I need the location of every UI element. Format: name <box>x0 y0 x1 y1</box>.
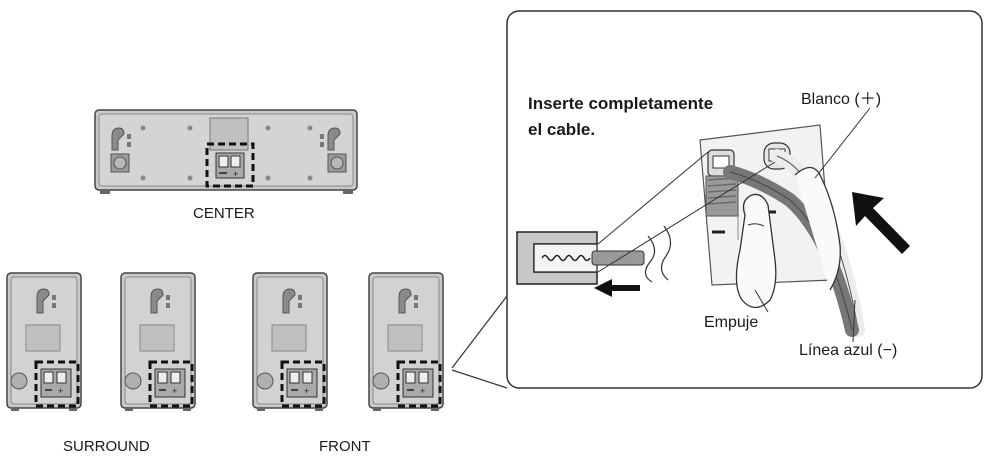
instruction-line-1: Inserte completamente <box>528 94 714 113</box>
label-white-positive: Blanco (＋) <box>801 91 882 108</box>
center-speaker: + <box>94 109 358 194</box>
callout-pointer-lower <box>451 369 508 389</box>
svg-text:+: + <box>172 386 177 396</box>
surround-speaker-right: + <box>120 272 196 411</box>
svg-text:+: + <box>304 386 309 396</box>
zoom-line-lower <box>597 161 776 273</box>
svg-text:+: + <box>233 169 238 179</box>
zoom-line-upper <box>597 151 709 245</box>
terminal-closeup <box>516 225 672 285</box>
callout-pointer-upper <box>451 295 508 369</box>
leader-white <box>814 107 871 179</box>
svg-text:+: + <box>58 386 63 396</box>
push-arrow-icon <box>594 279 640 297</box>
label-front: FRONT <box>319 438 371 455</box>
label-center: CENTER <box>193 205 255 222</box>
leader-blue <box>852 299 856 343</box>
surround-speaker-left: + <box>6 272 82 411</box>
front-speaker-left: + <box>252 272 328 411</box>
leader-push <box>754 289 769 313</box>
hand-illustration <box>735 166 841 309</box>
instruction-line-2: el cable. <box>528 120 596 139</box>
front-speaker-right: + <box>368 272 444 411</box>
svg-text:+: + <box>420 386 425 396</box>
insert-arrow-icon <box>852 192 910 254</box>
label-blue-negative: Línea azul (−) <box>799 342 898 359</box>
label-surround: SURROUND <box>63 438 150 455</box>
label-push: Empuje <box>704 314 759 331</box>
